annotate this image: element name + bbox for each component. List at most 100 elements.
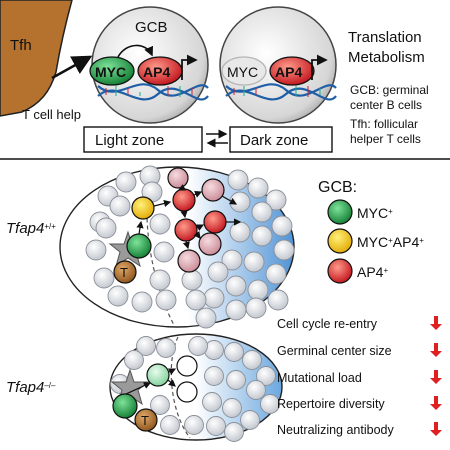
effect-label: Mutational load bbox=[277, 371, 362, 385]
ap4-cell-wt-5 bbox=[177, 249, 201, 273]
background-cell-wt bbox=[267, 289, 289, 311]
decrease-arrow-icon bbox=[430, 316, 442, 330]
background-cell-wt bbox=[229, 221, 251, 243]
background-cell-ko bbox=[188, 336, 208, 356]
dna-helix-left bbox=[97, 83, 209, 101]
background-cell-wt bbox=[247, 177, 269, 199]
ap4-protein-right bbox=[269, 56, 315, 86]
decrease-arrow-icon bbox=[430, 422, 442, 436]
empty-cell-ko-2 bbox=[176, 381, 198, 403]
ap4-label: AP4 bbox=[143, 64, 170, 80]
wt-lineage-arrows bbox=[136, 184, 242, 250]
background-cell-wt bbox=[225, 275, 247, 297]
background-cell-ko bbox=[242, 350, 262, 370]
background-cell-wt bbox=[221, 249, 243, 271]
t-cell-ko bbox=[134, 408, 158, 432]
myc-ap4-cell-wt bbox=[131, 196, 155, 220]
legend-title: GCB: bbox=[318, 179, 357, 196]
ap4-label-right: AP4 bbox=[275, 64, 302, 80]
gcb-definition-1: GCB: germinal bbox=[350, 83, 429, 97]
genotype-label-ko: Tfap4–/– bbox=[6, 379, 56, 396]
background-cell-wt bbox=[265, 189, 287, 211]
tfh-definition-1: Tfh: follicular bbox=[350, 117, 418, 131]
background-cell-wt bbox=[185, 289, 207, 311]
background-cell-ko bbox=[184, 415, 204, 435]
ap4-cell-wt-7 bbox=[167, 167, 189, 189]
background-cell-wt bbox=[93, 267, 115, 289]
myc-to-ap4-arrow bbox=[117, 44, 153, 58]
background-cell-ko bbox=[150, 395, 170, 415]
background-cell-wt bbox=[273, 239, 295, 261]
background-cell-wt bbox=[271, 215, 293, 237]
decrease-arrow-icon bbox=[430, 343, 442, 357]
background-cell-wt bbox=[195, 307, 217, 329]
background-cell-ko bbox=[246, 380, 266, 400]
background-cell-ko bbox=[204, 366, 224, 386]
light-zone-box bbox=[83, 126, 203, 153]
background-cell-wt bbox=[251, 201, 273, 223]
background-cell-wt bbox=[245, 297, 267, 319]
legend-myc-ap4-swatch bbox=[327, 228, 353, 254]
background-cell-wt bbox=[115, 171, 137, 193]
myc-protein bbox=[89, 56, 135, 86]
background-cell-wt bbox=[243, 251, 265, 273]
dark-zone-label: Dark zone bbox=[240, 132, 308, 149]
background-cell-ko bbox=[222, 398, 242, 418]
ko-background-cells bbox=[110, 336, 280, 442]
tfh-label: Tfh bbox=[10, 37, 32, 54]
tfh-definition-2: helper T cells bbox=[350, 132, 421, 146]
translation-label: Translation bbox=[348, 29, 422, 46]
myc-cell-wt bbox=[126, 233, 152, 259]
transcription-arrow-right bbox=[311, 54, 328, 80]
light-zone-label: Light zone bbox=[95, 132, 164, 149]
background-cell-wt bbox=[227, 169, 249, 191]
background-cell-ko bbox=[156, 338, 176, 358]
background-cell-ko bbox=[256, 366, 276, 386]
metabolism-label: Metabolism bbox=[348, 49, 425, 66]
myc-protein-faded bbox=[221, 56, 267, 86]
genotype-label-wt: Tfap4+/+ bbox=[6, 220, 56, 237]
empty-cell-ko-1 bbox=[176, 355, 198, 377]
background-cell-wt bbox=[203, 287, 225, 309]
dna-helix-right bbox=[225, 83, 337, 101]
t-cell-label-wt: T bbox=[120, 265, 128, 280]
legend-myc-swatch bbox=[327, 199, 353, 225]
ko-lineage-arrows bbox=[125, 368, 177, 395]
background-cell-ko bbox=[240, 410, 260, 430]
legend-myc-label: MYC+ bbox=[357, 205, 393, 221]
t-cell-help-arrow bbox=[51, 55, 93, 80]
equilibrium-arrows bbox=[206, 129, 228, 148]
t-cell-wt bbox=[113, 260, 137, 284]
background-cell-ko bbox=[124, 350, 144, 370]
legend-myc-ap4-label: MYC+AP4+ bbox=[357, 234, 424, 250]
effect-label: Germinal center size bbox=[277, 344, 392, 358]
legend-ap4-swatch bbox=[327, 258, 353, 284]
background-cell-wt bbox=[85, 239, 107, 261]
background-cell-ko bbox=[160, 415, 180, 435]
transcription-arrow-left bbox=[181, 54, 198, 80]
background-cell-wt bbox=[149, 213, 171, 235]
background-cell-ko bbox=[202, 392, 222, 412]
background-cell-wt bbox=[207, 261, 229, 283]
gcb-definition-2: center B cells bbox=[350, 98, 422, 112]
background-cell-wt bbox=[247, 279, 269, 301]
background-cell-wt bbox=[153, 241, 175, 263]
background-cell-wt bbox=[131, 291, 153, 313]
background-cell-ko bbox=[224, 422, 244, 442]
myc-label: MYC bbox=[95, 64, 126, 80]
background-cell-wt bbox=[251, 225, 273, 247]
background-cell-wt bbox=[107, 285, 129, 307]
background-cell-ko bbox=[206, 416, 226, 436]
ap4-cell-wt-4 bbox=[203, 210, 227, 234]
background-cell-ko bbox=[224, 342, 244, 362]
background-cell-wt bbox=[95, 217, 117, 239]
background-cell-ko bbox=[136, 336, 156, 356]
t-cell-label-ko: T bbox=[141, 413, 149, 428]
effect-label: Repertoire diversity bbox=[277, 397, 385, 411]
background-cell-wt bbox=[181, 269, 203, 291]
legend-ap4-label: AP4+ bbox=[357, 264, 388, 280]
wt-background-cells bbox=[85, 165, 295, 329]
effect-label: Neutralizing antibody bbox=[277, 423, 394, 437]
